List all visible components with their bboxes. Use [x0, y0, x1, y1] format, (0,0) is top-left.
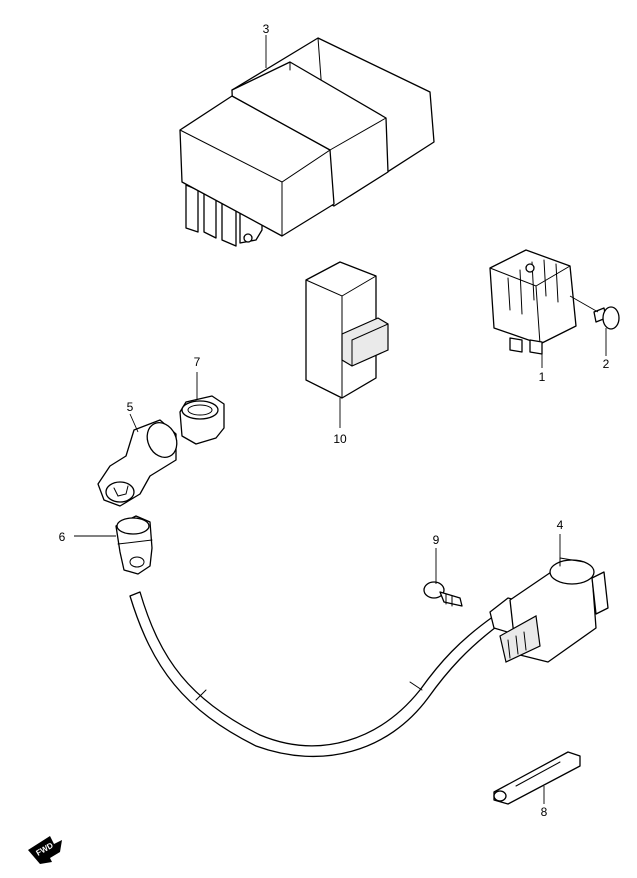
callout-4: 4: [557, 518, 564, 532]
part-2-screw[interactable]: [593, 306, 620, 330]
callout-6: 6: [59, 530, 66, 544]
part-7-grommet[interactable]: [179, 395, 225, 445]
high-tension-lead: [129, 591, 501, 758]
callout-5: 5: [127, 400, 134, 414]
part-6-plug-boot[interactable]: [115, 515, 153, 575]
callout-2: 2: [603, 357, 610, 371]
callout-10: 10: [333, 432, 347, 446]
callout-9: 9: [433, 533, 440, 547]
part-3-control-unit[interactable]: [179, 37, 435, 247]
part-10-relay[interactable]: [305, 261, 389, 399]
callout-7: 7: [194, 355, 201, 369]
callout-1: 1: [539, 370, 546, 384]
part-4-ignition-coil[interactable]: [489, 557, 609, 663]
callout-8: 8: [541, 805, 548, 819]
part-9-bolt[interactable]: [423, 581, 463, 607]
part-8-bracket[interactable]: [493, 751, 581, 805]
callout-3: 3: [263, 22, 270, 36]
part-1-regulator[interactable]: [489, 249, 577, 355]
part-5-elbow-cap[interactable]: [97, 418, 182, 507]
forward-arrow-icon: FWD: [28, 836, 62, 864]
